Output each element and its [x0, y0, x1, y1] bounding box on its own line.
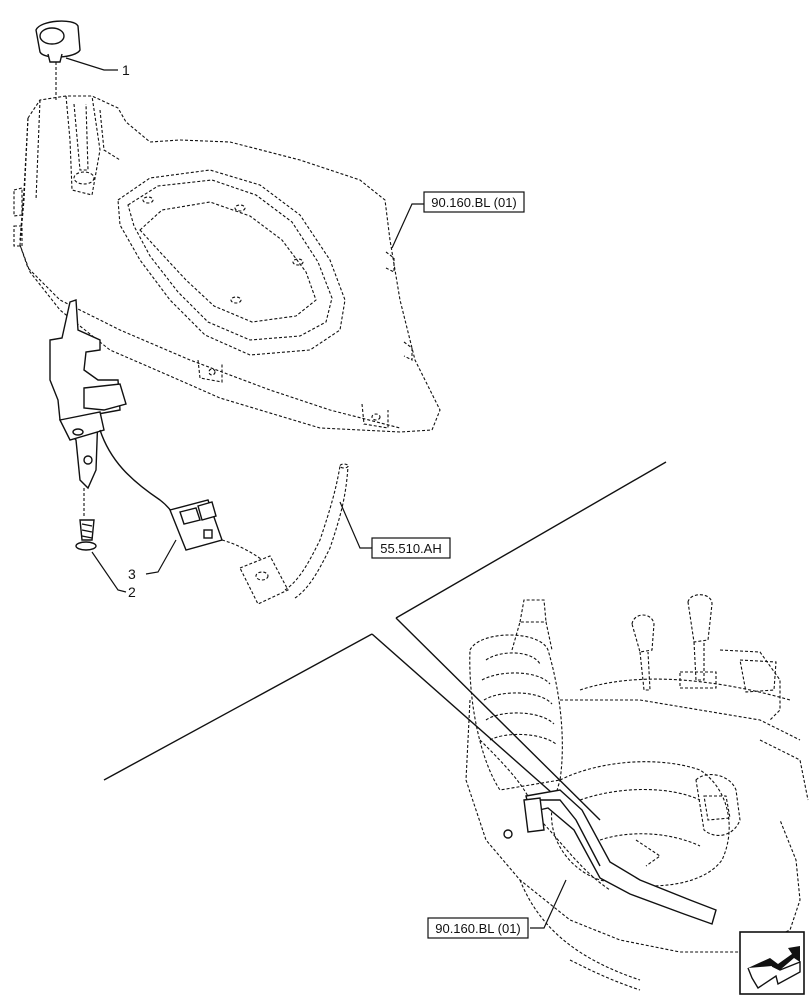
leader-ref-lower-console — [530, 879, 567, 929]
switch-bracket — [49, 299, 176, 517]
view-divider-diagonal — [371, 633, 561, 801]
screw — [75, 488, 97, 551]
ref-box-upper-console[interactable] — [423, 191, 525, 213]
ref-label-upper-console[interactable]: 90.160.BL (01) — [431, 195, 517, 210]
ref-box-lower-console[interactable] — [427, 917, 529, 939]
callout-item-1: 1 — [122, 62, 130, 78]
ref-label-harness[interactable]: 55.510.AH — [380, 541, 441, 556]
leader-ref-harness — [339, 501, 372, 549]
knob-cap — [35, 20, 81, 63]
harness-connector — [169, 499, 223, 551]
view-divider-diagonal2 — [395, 617, 601, 821]
cab-interior — [465, 594, 809, 991]
ref-label-lower-console[interactable]: 90.160.BL (01) — [435, 921, 521, 936]
callout-item-3: 3 — [128, 566, 136, 582]
mating-harness — [221, 463, 349, 605]
leader-item-2 — [91, 551, 127, 593]
leader-item-1 — [65, 57, 118, 71]
callout-item-2: 2 — [128, 584, 136, 600]
view-divider-upper — [395, 461, 667, 619]
ref-box-harness[interactable] — [371, 537, 451, 559]
view-divider-lower — [103, 633, 373, 781]
next-page-arrow-icon[interactable] — [739, 931, 805, 995]
leader-item-3 — [145, 539, 177, 575]
console-housing — [13, 95, 441, 433]
leader-ref-upper-console — [391, 203, 424, 249]
